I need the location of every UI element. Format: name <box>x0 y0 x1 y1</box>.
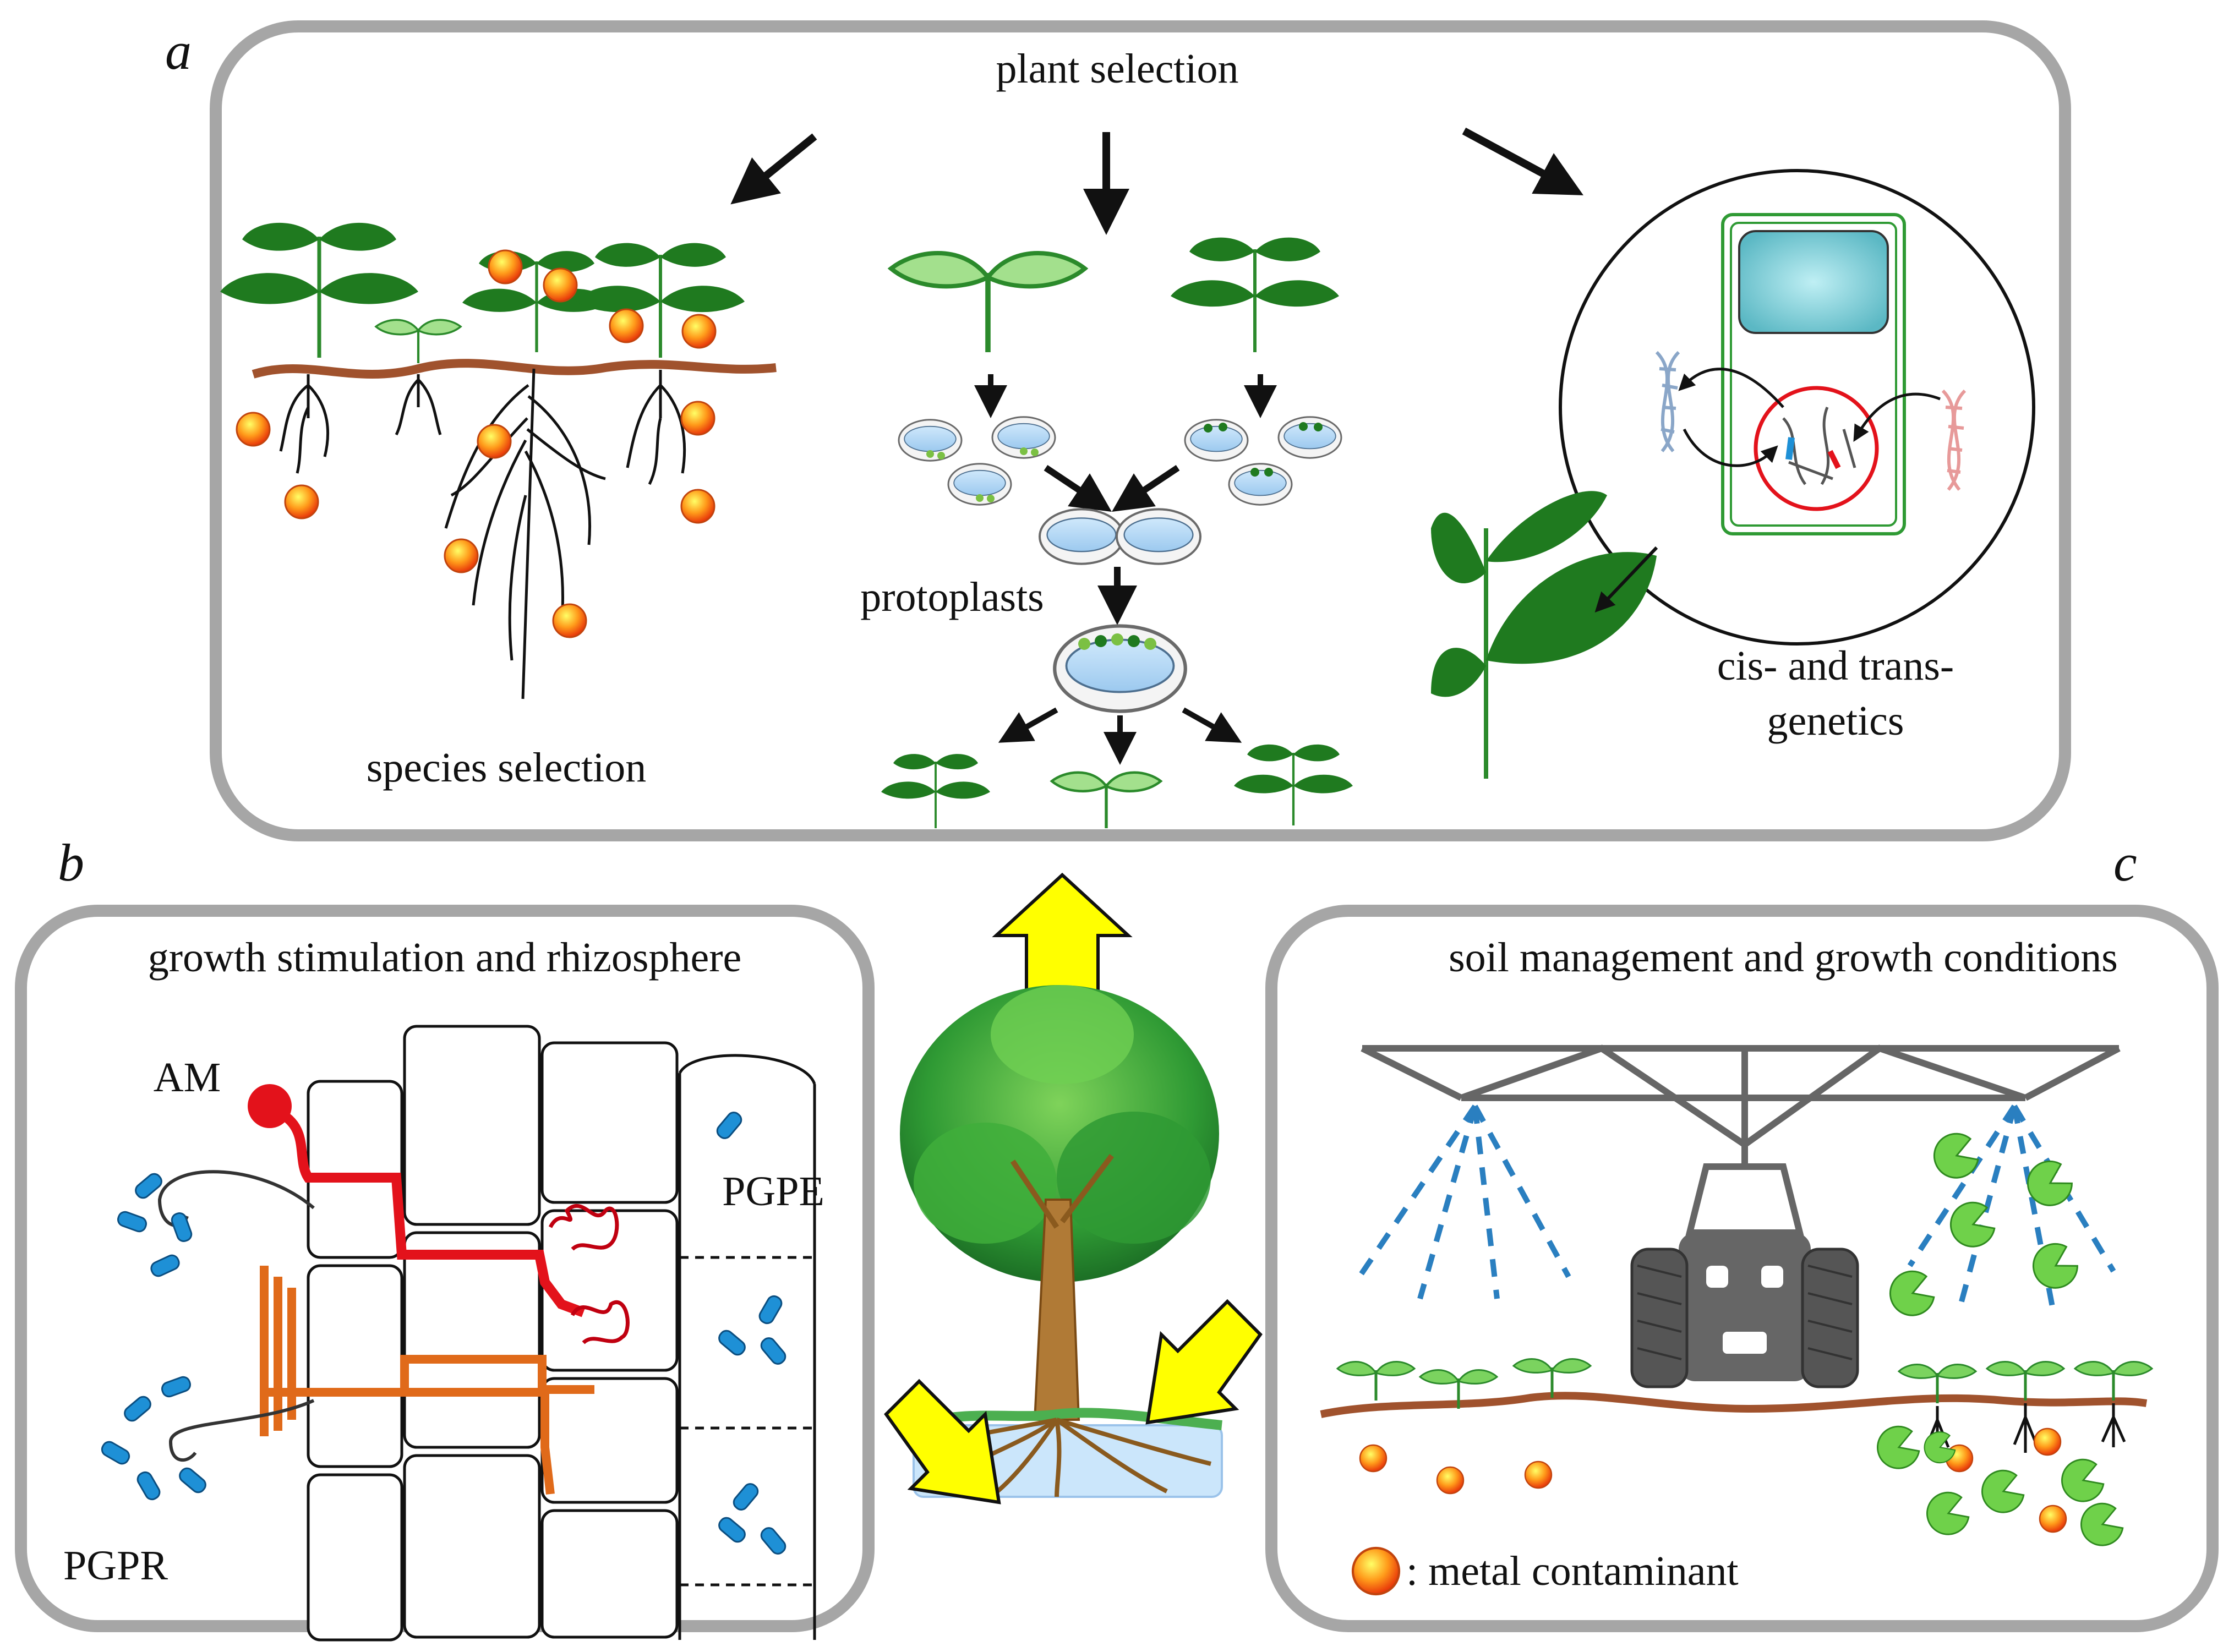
cis-arrow <box>1678 368 1784 408</box>
soil-line-c <box>1320 1392 2148 1418</box>
trans-arrow <box>1853 392 1941 442</box>
yellow-arrow-from-right <box>1145 1299 1263 1425</box>
metal-ball <box>552 603 587 638</box>
protoplast-dark <box>1277 416 1342 459</box>
protoplast-dark <box>1228 463 1293 506</box>
metal-ball <box>680 489 715 524</box>
metal-ball <box>543 267 578 303</box>
center-tree <box>884 872 1263 1505</box>
metal-ball <box>609 308 644 343</box>
dna-cis <box>1655 351 1680 452</box>
spray-left <box>1357 1104 1571 1300</box>
arrow-to-genetics <box>1462 127 1583 195</box>
fusing-cell-right <box>1117 509 1200 564</box>
nucleus <box>1754 386 1879 511</box>
root-cell-grid <box>307 1025 816 1642</box>
metal-ball <box>681 314 717 349</box>
metal-ball <box>488 249 523 285</box>
panel-c-title: soil management and growth conditions <box>1449 934 2118 981</box>
pgpr-label: PGPR <box>63 1542 168 1589</box>
panel-a-title: plant selection <box>996 46 1238 92</box>
metal-ball <box>1524 1460 1553 1489</box>
protoplast-dark <box>1184 419 1249 462</box>
metal-ball <box>1359 1444 1388 1473</box>
cis-arrow-return <box>1683 428 1778 467</box>
irrigation-truss <box>1361 1044 2121 1167</box>
plant-cell-wall <box>1721 213 1906 535</box>
dna-trans <box>1941 389 1967 491</box>
arrow-to-species <box>730 133 817 205</box>
panel-b-title: growth stimulation and rhizosphere <box>148 934 742 981</box>
vacuole <box>1738 230 1889 334</box>
metal-ball <box>236 412 271 447</box>
arbuscule <box>548 1204 630 1344</box>
am-hypha <box>283 1113 586 1317</box>
pgpe-label: PGPE <box>722 1168 824 1215</box>
metal-ball <box>2039 1505 2067 1533</box>
legend-metal-label: : metal contaminant <box>1406 1548 1739 1594</box>
panel-a: a plant selection <box>165 20 2071 841</box>
genetics-plant <box>1431 491 1657 779</box>
yellow-arrow-up <box>992 872 1133 1000</box>
panel-b: b growth stimulation and rhizosphere A <box>15 833 875 1642</box>
arrow-to-offspring-3 <box>1182 707 1242 743</box>
zoom-pointer <box>1594 546 1658 613</box>
tree-trunk <box>1033 1199 1080 1421</box>
metal-ball <box>284 484 319 519</box>
soil-line-a <box>252 359 777 379</box>
mycelium <box>260 1266 594 1495</box>
panel-b-letter: b <box>58 833 84 892</box>
protoplast-fusion-illustration: protoplasts <box>860 238 1353 828</box>
metal-ball <box>477 424 512 459</box>
tractor <box>1630 1163 1859 1388</box>
species-selection-label: species selection <box>367 745 647 791</box>
roots-a <box>279 368 686 699</box>
metal-ball <box>2033 1427 2062 1456</box>
metal-ball <box>444 538 479 573</box>
am-label: AM <box>154 1054 221 1101</box>
genetics-label-line2: genetics <box>1767 698 1904 744</box>
species-selection-illustration: species selection <box>220 223 777 791</box>
genetics-label-line1: cis- and trans- <box>1717 643 1954 689</box>
panel-a-letter: a <box>165 21 192 80</box>
legend-metal-icon <box>1353 1548 1399 1594</box>
arrow-fusion-left <box>1044 465 1112 512</box>
metal-ball <box>1436 1466 1465 1495</box>
protoplasts-label: protoplasts <box>860 574 1044 620</box>
metal-ball <box>680 401 715 436</box>
panel-c: c soil management and growth conditions <box>1265 833 2219 1632</box>
yellow-arrow-from-left <box>884 1379 1001 1505</box>
arrow-fusion-right <box>1112 465 1180 512</box>
panel-c-letter: c <box>2113 833 2137 892</box>
arrow-to-offspring-1 <box>998 707 1058 743</box>
am-spore <box>248 1084 292 1128</box>
genetics-illustration: cis- and trans- genetics <box>1431 169 2035 779</box>
fusing-cell-left <box>1040 509 1123 564</box>
